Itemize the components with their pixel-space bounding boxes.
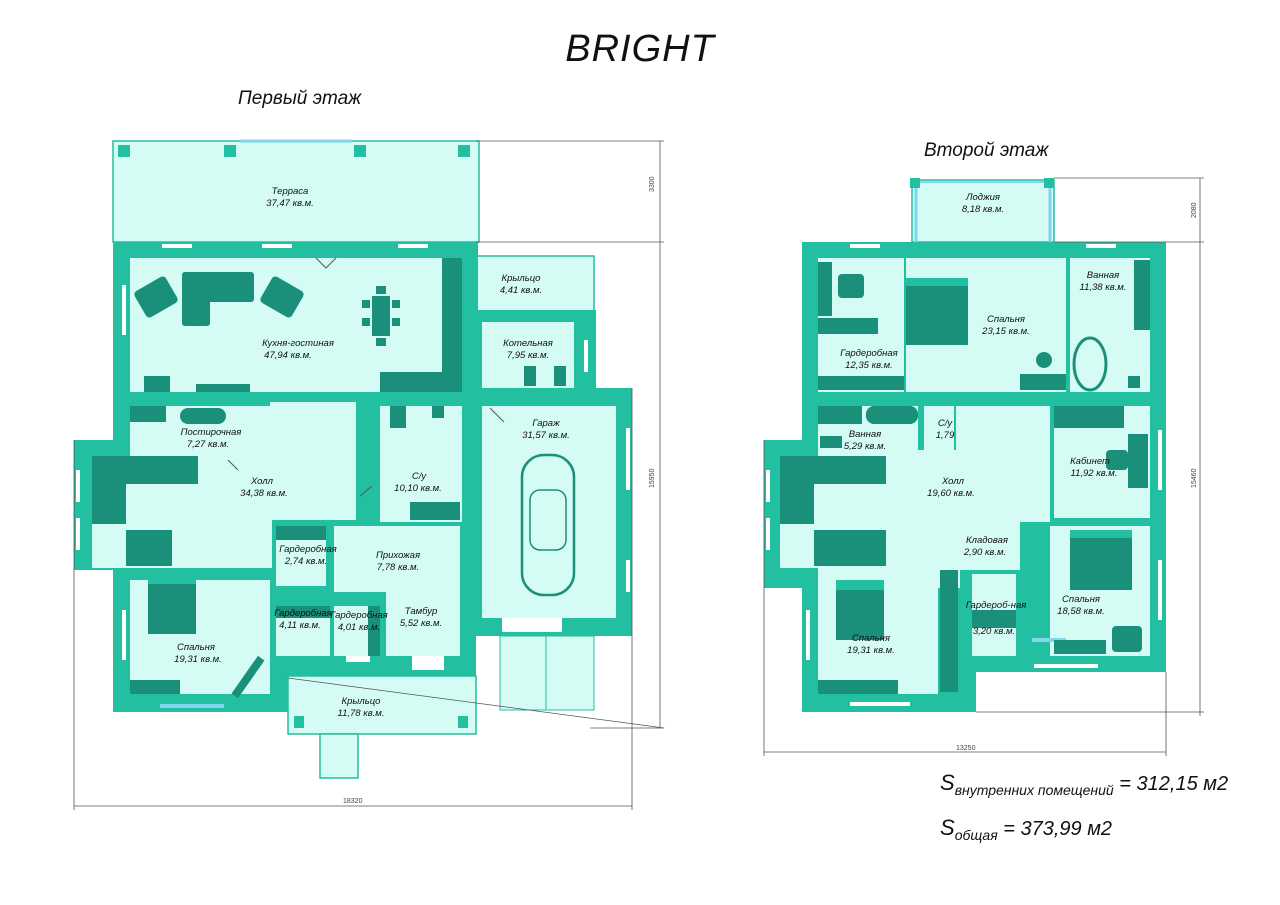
room-area-bedroom-master: 23,15 кв.м. [981,326,1030,337]
floor2-title: Второй этаж [924,140,1049,161]
floor2-plan [764,178,1166,712]
dim-f1-height: 15950 [649,468,656,488]
room-area-porch-side: 4,41 кв.м. [500,285,542,296]
area-total-label: общая [954,827,998,843]
room-area-loggia: 8,18 кв.м. [962,204,1004,215]
room-name-wardrobe-small: Гардероб-ная [966,600,1027,611]
room-name-bathroom-f2: Ванная [849,429,881,440]
floor2-room-labels: Лоджия 8,18 кв.м. Ванная 11,38 кв.м. Спа… [840,192,1126,656]
room-area-hallway: 7,78 кв.м. [377,562,419,573]
dim-f1-top: 3300 [649,176,656,192]
dim-f1-width: 18320 [343,798,363,805]
room-area-study: 11,92 кв.м. [1071,468,1118,479]
room-area-bedroom-east: 18,58 кв.м. [1057,606,1105,617]
room-name-wc-f2: С/у [938,418,954,429]
room-area-kitchen-living: 47,94 кв.м. [264,350,312,361]
room-name-hallway: Прихожая [376,550,420,561]
room-area-vestibule: 5,52 кв.м. [400,618,442,629]
dim-f2-height: 15460 [1191,468,1198,488]
room-name-porch-side: Крыльцо [502,273,541,284]
dimension-labels: 3300 15950 18320 2080 15460 13250 [343,176,1198,805]
room-area-bathroom-f2: 5,29 кв.м. [844,441,886,452]
floor2-dimensions [763,177,1204,756]
room-name-loggia: Лоджия [965,192,1000,203]
room-name-bedroom-f1: Спальня [177,642,215,653]
room-name-bedroom-master: Спальня [987,314,1025,325]
room-name-hall: Холл [250,476,274,487]
dim-f2-top: 2080 [1191,202,1198,218]
room-name-vestibule: Тамбур [405,606,438,617]
room-name-garage: Гараж [532,418,560,429]
room-name-bathroom-master: Ванная [1087,270,1119,281]
room-name-bedroom-west: Спальня [852,633,890,644]
floor1-dimensions [73,140,665,810]
floor1-plan [74,139,632,779]
dim-f2-width: 13250 [956,745,976,752]
room-area-hall-f2: 19,60 кв.м. [927,488,975,499]
room-name-laundry: Постирочная [181,427,242,438]
room-area-wardrobe-2: 4,11 кв.м. [279,620,321,631]
room-name-wardrobe-2: Гардеробная [274,608,331,619]
room-area-bathroom-master: 11,38 кв.м. [1080,282,1127,293]
room-area-wardrobe-1: 2,74 кв.м. [284,556,327,567]
room-area-wc: 10,10 кв.м. [394,483,442,494]
room-name-study: Кабинет [1070,456,1110,467]
room-area-terrace: 37,47 кв.м. [266,198,314,209]
room-name-porch-entry: Крыльцо [342,696,381,707]
room-name-bedroom-east: Спальня [1062,594,1100,605]
room-name-terrace: Терраса [272,186,309,197]
room-area-wardrobe-small: 3,20 кв.м. [973,626,1015,637]
floor1-room-labels: Терраса 37,47 кв.м. Кухня-гостиная 47,94… [174,186,570,719]
page-title: BRIGHT [565,28,715,70]
room-area-bedroom-f1: 19,31 кв.м. [174,654,222,665]
room-area-porch-entry: 11,78 кв.м. [338,708,385,719]
room-name-wardrobe-f2: Гардеробная [840,348,897,359]
room-name-hall-f2: Холл [941,476,965,487]
floor1-title: Первый этаж [238,88,362,109]
area-inner-label: внутренних помещений [954,782,1114,798]
room-area-laundry: 7,27 кв.м. [187,439,229,450]
room-area-wardrobe-3: 4,01 кв.м. [338,622,380,633]
area-total-summary: Sобщая = 373,99 м2 [940,815,1113,843]
room-name-boiler: Котельная [503,338,553,349]
area-total-value: = 373,99 м2 [1003,818,1113,840]
room-name-wc: С/у [412,471,428,482]
room-name-kitchen-living: Кухня-гостиная [262,338,334,349]
room-area-bedroom-west: 19,31 кв.м. [847,645,895,656]
area-inner-summary: Sвнутренних помещений = 312,15 м2 [940,770,1229,798]
room-name-wardrobe-1: Гардеробная [279,544,336,555]
room-area-garage: 31,57 кв.м. [522,430,570,441]
area-inner-value: = 312,15 м2 [1119,773,1229,795]
room-area-hall: 34,38 кв.м. [240,488,288,499]
room-area-wardrobe-f2: 12,35 кв.м. [845,360,893,371]
room-area-boiler: 7,95 кв.м. [507,350,549,361]
room-area-wc-f2: 1,79 [936,430,955,441]
room-area-storage: 2,90 кв.м. [963,547,1006,558]
room-name-storage: Кладовая [966,535,1008,546]
room-name-wardrobe-3: Гардеробная [330,610,387,621]
